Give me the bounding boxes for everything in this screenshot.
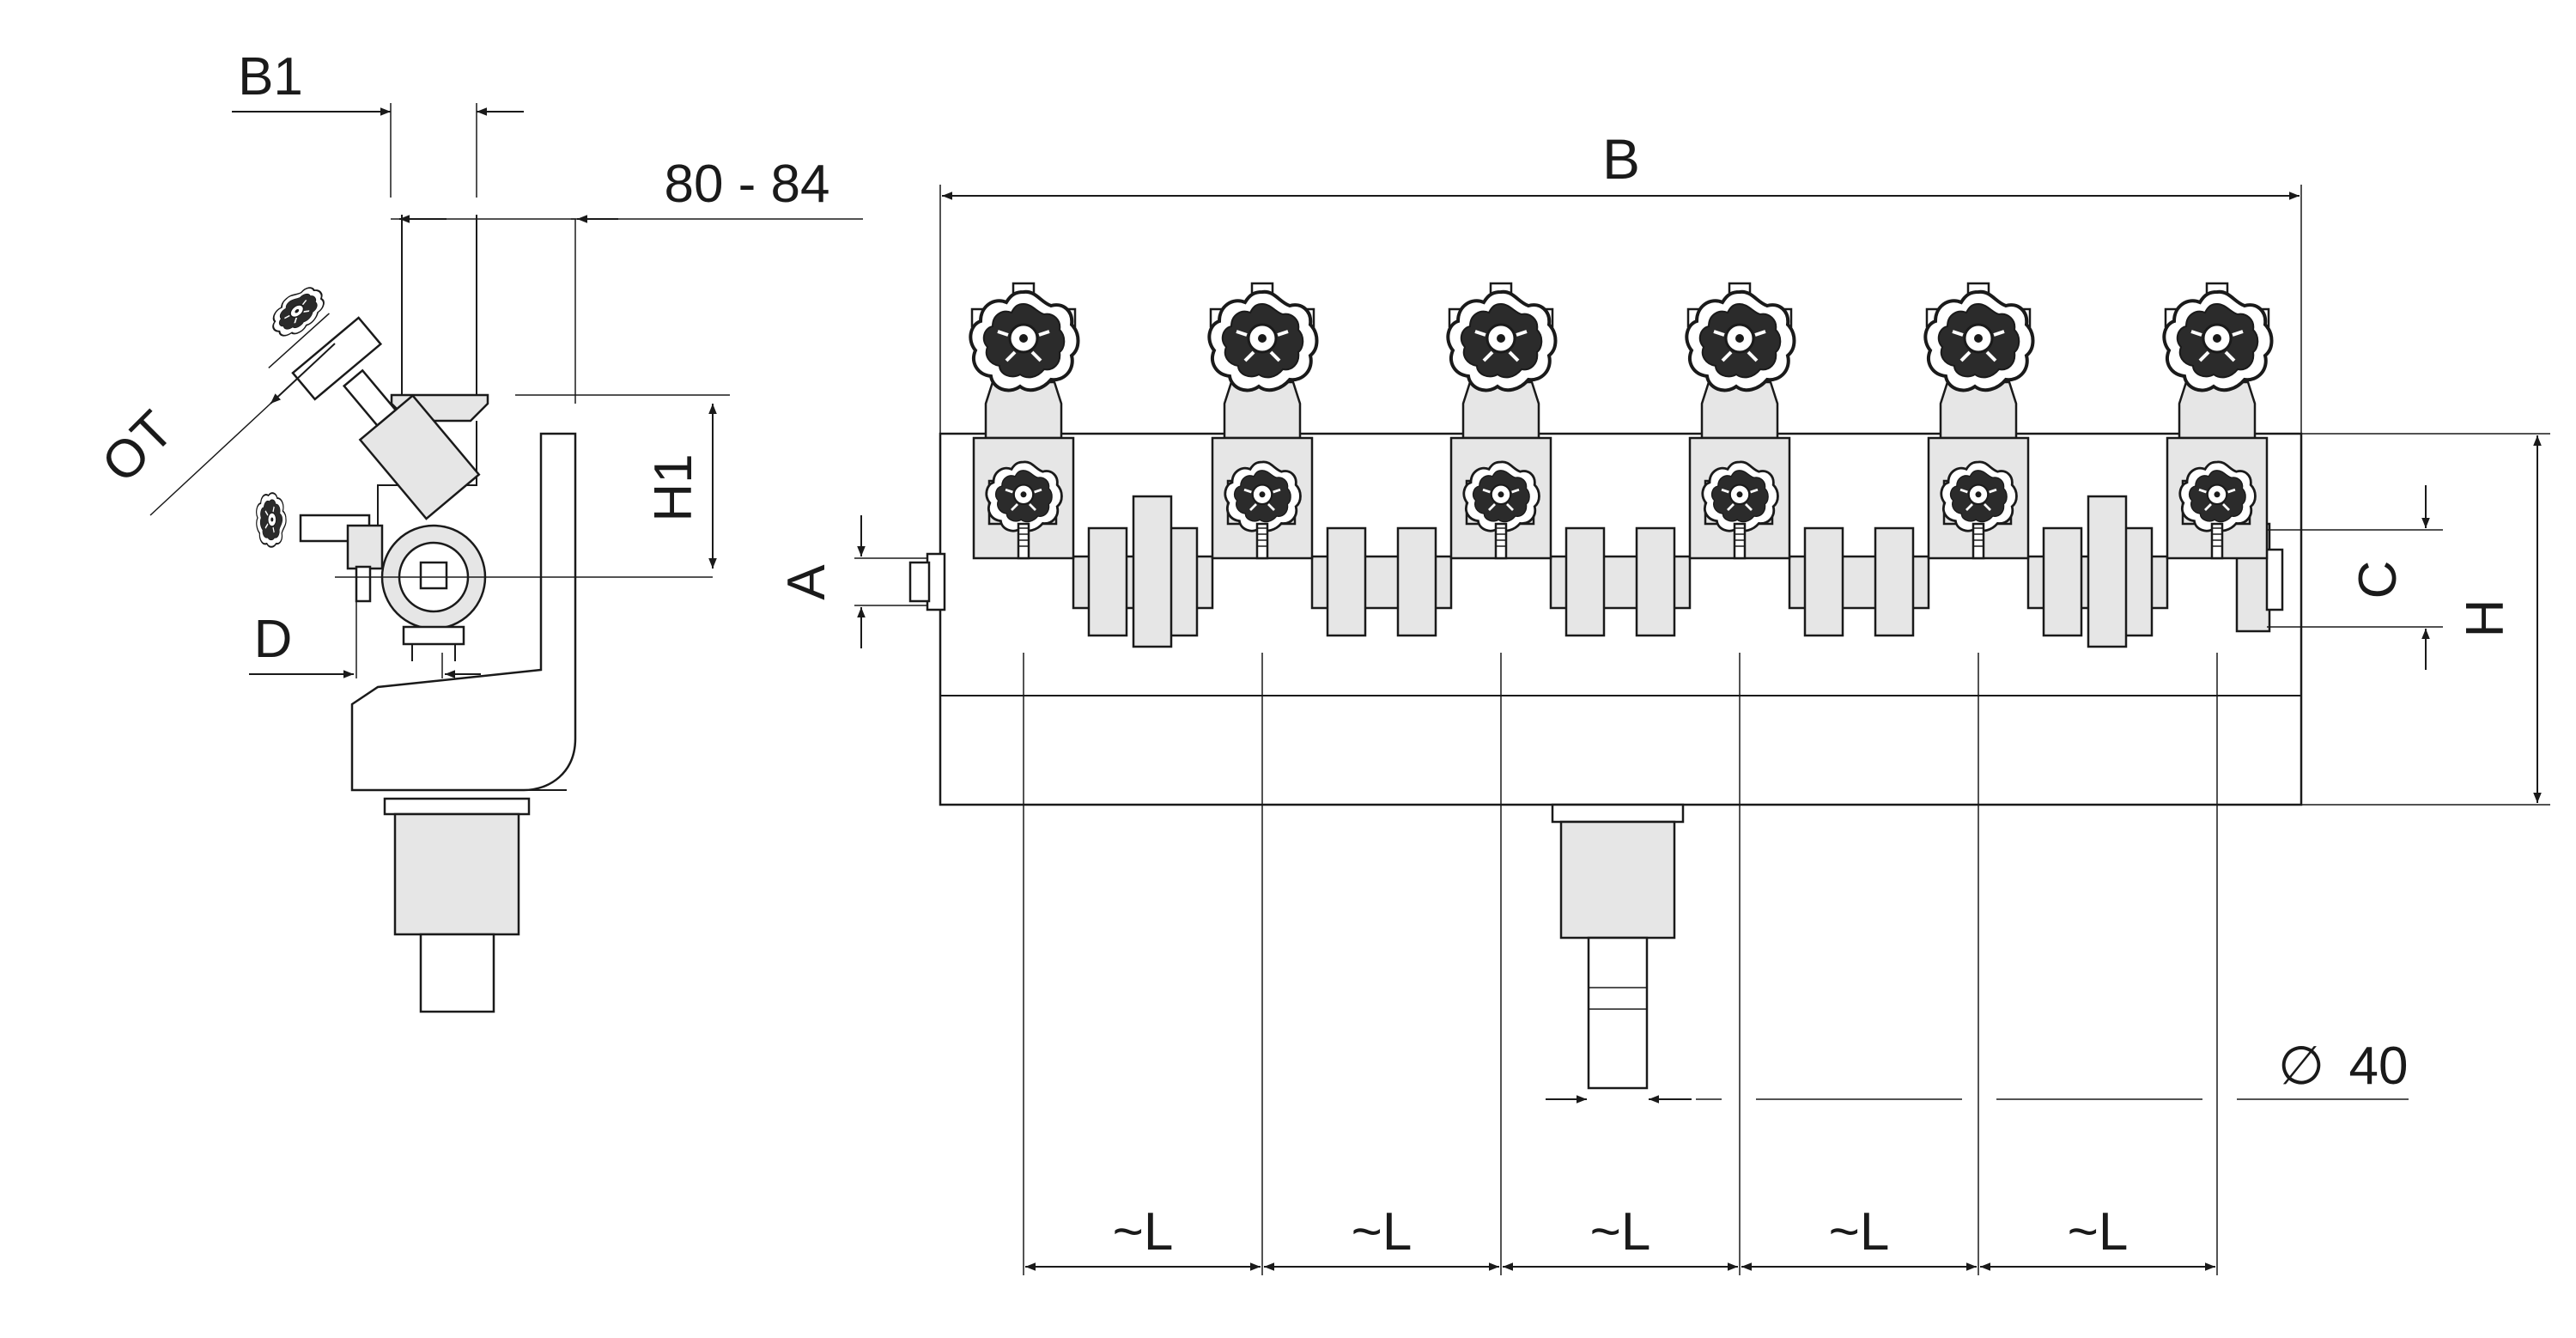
dim-l-label: ~L: [1590, 1202, 1651, 1262]
dim-l-label: ~L: [1113, 1202, 1174, 1262]
union-nut: [2042, 526, 2083, 637]
dim-l-label: ~L: [1352, 1202, 1413, 1262]
dim-h-label: H: [2456, 599, 2515, 638]
handwheel-icon: [1685, 289, 1796, 392]
front-view: B A C H ∅ 40 ~L ~L ~L ~L ~L: [777, 127, 2550, 1275]
valve-5: [1923, 283, 2035, 558]
dim-diameter-value: 40: [2349, 1037, 2409, 1096]
dim-80-84-label: 80 - 84: [664, 155, 829, 214]
union-nut: [1564, 526, 1606, 637]
union-nut: [1803, 526, 1844, 637]
union-nut: [1635, 526, 1676, 637]
handwheel-icon: [1207, 289, 1319, 392]
pipe-bracket: [1132, 495, 1173, 648]
valve-6: [2162, 283, 2274, 558]
valve-3: [1446, 283, 1558, 558]
dim-h1-label: H1: [644, 453, 703, 521]
side-view: B1 80 - 84 H1 OT D: [91, 47, 863, 1013]
dim-b1-label: B1: [238, 47, 303, 106]
union-nut: [1396, 526, 1437, 637]
dim-c-label: C: [2348, 561, 2408, 599]
valve-2: [1207, 283, 1319, 558]
dim-a-label: A: [777, 564, 836, 600]
handwheel-icon: [969, 289, 1080, 392]
handwheel-icon: [1446, 289, 1558, 392]
dim-diameter-symbol: ∅: [2278, 1037, 2324, 1096]
union-nut: [1087, 526, 1128, 637]
valve-1: [969, 283, 1080, 558]
union-nut: [1874, 526, 1915, 637]
pipe-bracket: [2087, 495, 2128, 648]
dim-l-label: ~L: [2068, 1202, 2129, 1262]
handwheel-icon: [2162, 289, 2274, 392]
dim-ot-label: OT: [91, 400, 185, 495]
dim-b-label: B: [1602, 127, 1640, 191]
union-nut: [1326, 526, 1367, 637]
handwheel-icon: [1923, 289, 2035, 392]
dim-d-label: D: [254, 610, 293, 669]
dim-l-label: ~L: [1829, 1202, 1890, 1262]
valve-4: [1685, 283, 1796, 558]
